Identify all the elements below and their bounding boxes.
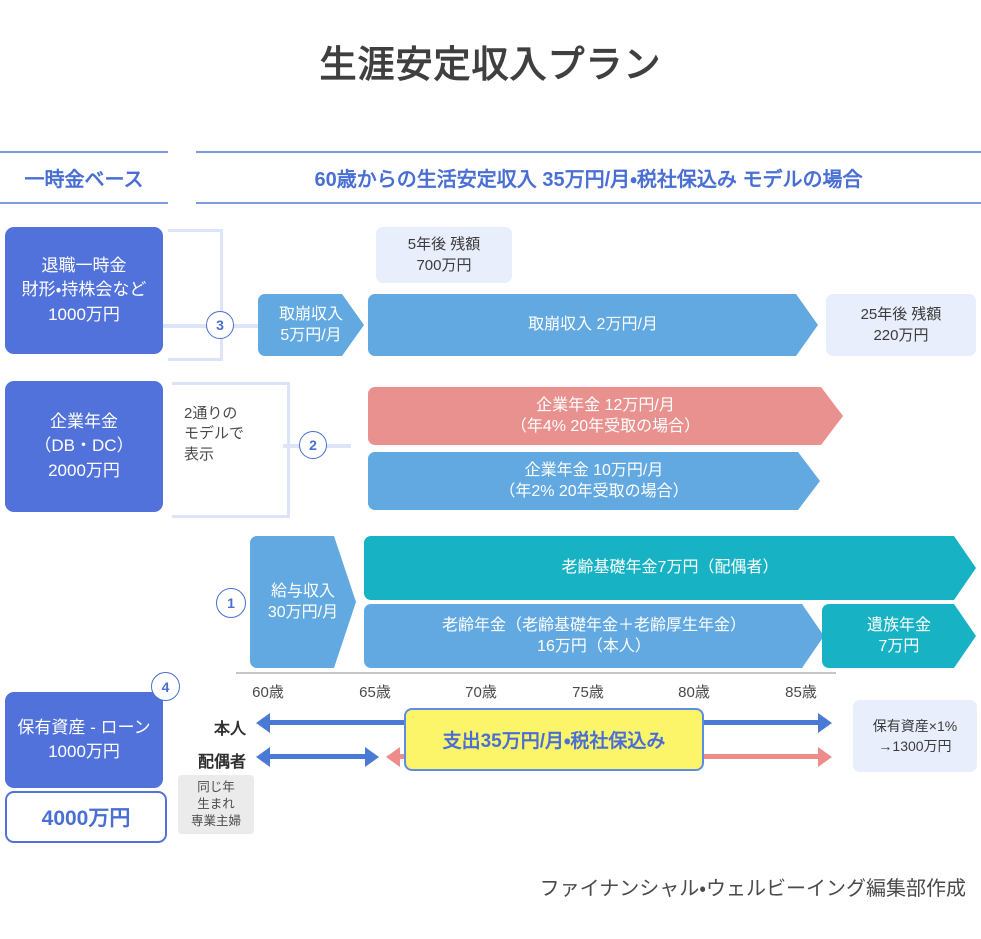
box-line: 1000万円 — [48, 742, 120, 761]
arrow-basic-pension-spouse: 老齢基礎年金7万円（配偶者） — [364, 536, 976, 600]
self-arrowhead-left — [256, 713, 270, 733]
header-right-label: 60歳からの生活安定収入 35万円/月・税社保込み モデルの場合 — [314, 169, 863, 191]
self-line-left — [270, 720, 470, 725]
spouse-arrowhead-left-blue — [256, 747, 270, 767]
self-line-right — [700, 720, 818, 725]
age-tick-75歳: 75歳 — [572, 684, 604, 701]
box-line: 1000万円 — [48, 304, 120, 324]
spouse-arrowhead-right-blue — [365, 747, 379, 767]
box-assets-minus-loan: 保有資産 - ローン 1000万円 — [5, 692, 163, 788]
spouse-line-blue — [270, 754, 365, 759]
timeline-label-self: 本人 — [213, 721, 246, 738]
spouse-profile-note: 同じ年生まれ専業主婦 — [178, 775, 254, 834]
bracket-withdrawal — [168, 229, 223, 361]
spending-callout: 支出35万円/月・税社保込み — [404, 708, 704, 771]
box-line: 退職一時金 — [41, 256, 127, 276]
header-left-rule-bottom — [0, 202, 168, 204]
step-badge-4: 4 — [151, 672, 180, 701]
asset-return-note: 保有資産×1%→1300万円 — [853, 700, 977, 772]
connector-line-left-2 — [283, 444, 301, 448]
age-axis-rule — [236, 672, 836, 674]
age-tick-85歳: 85歳 — [785, 684, 817, 701]
step-badge-3: 3 — [206, 311, 234, 339]
box-retirement-lump-sum: 退職一時金 財形・持株会など 1000万円 — [5, 227, 163, 354]
self-arrowhead-right — [818, 713, 832, 733]
header-right-rule-top — [196, 151, 981, 153]
connector-line-left-3 — [163, 324, 211, 328]
footer-credit: ファイナンシャル・ウェルビーイング編集部作成 — [539, 878, 966, 900]
step-badge-1: 1 — [216, 588, 246, 618]
arrow-corporate-pension-option-a: 企業年金 12万円/月（年4% 20年受取の場合） — [368, 387, 843, 445]
header-left-label: 一時金ベース — [24, 169, 144, 191]
arrow-withdrawal-body: 取崩収入 2万円/月 — [368, 294, 818, 356]
box-line: （DB・DC） — [34, 436, 134, 456]
box-corporate-pension: 企業年金 （DB・DC） 2000万円 — [5, 381, 163, 512]
header-left-rule-top — [0, 151, 168, 153]
timeline-label-spouse: 配偶者 — [197, 754, 246, 771]
connector-line-right-2 — [321, 444, 351, 448]
box-line: 財形・持株会など — [21, 280, 147, 300]
page-title: 生涯安定収入プラン — [319, 44, 662, 85]
age-tick-80歳: 80歳 — [678, 684, 710, 701]
arrow-old-age-pension-self: 老齢年金（老齢基礎年金＋老齢厚生年金）16万円（本人） — [364, 604, 824, 668]
header-right-rule-bottom — [196, 202, 981, 204]
bracket-corporate-pension — [172, 382, 290, 518]
box-line: 2000万円 — [48, 460, 120, 480]
spouse-line-pink-right — [700, 754, 818, 759]
age-tick-60歳: 60歳 — [252, 684, 284, 701]
arrow-corporate-pension-option-b: 企業年金 10万円/月（年2% 20年受取の場合） — [368, 452, 820, 510]
spouse-arrowhead-right-pink — [818, 747, 832, 767]
box-line: 企業年金 — [50, 412, 118, 432]
spouse-arrowhead-left-pink — [386, 747, 400, 767]
note-two-models: 2通りのモデルで表示 — [184, 405, 245, 463]
step-badge-2: 2 — [299, 431, 327, 459]
connector-line-right-3 — [232, 324, 264, 328]
box-total-assets: 4000万円 — [5, 791, 167, 843]
age-tick-70歳: 70歳 — [465, 684, 497, 701]
box-line: 保有資産 - ローン — [17, 717, 151, 737]
age-tick-65歳: 65歳 — [359, 684, 391, 701]
